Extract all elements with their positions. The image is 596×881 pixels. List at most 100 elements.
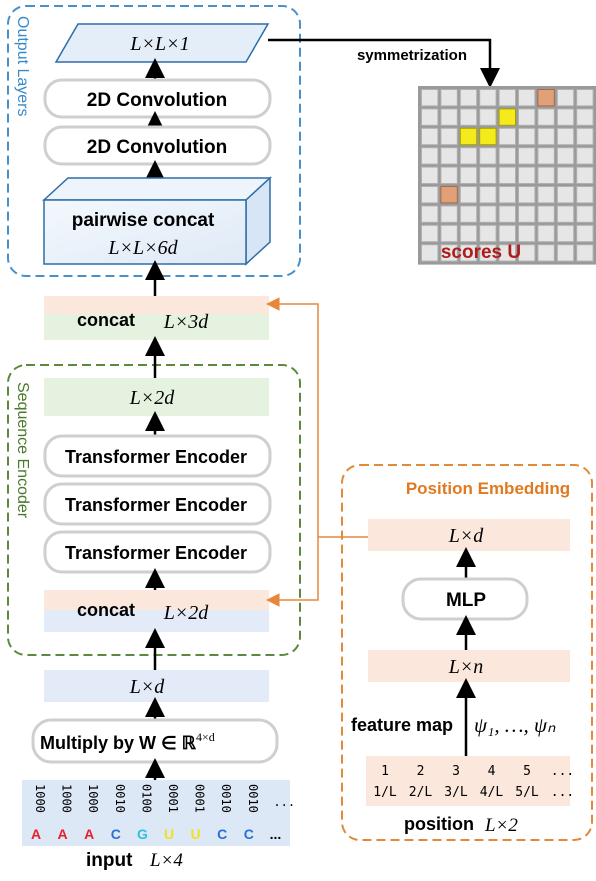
score-map-shape: L×L×1 [129, 33, 189, 55]
matrix-cell [421, 205, 439, 223]
matrix-cell [518, 108, 536, 126]
pairwise-shape: L×L×6d [107, 237, 178, 259]
input-base: C [217, 826, 227, 842]
matrix-cell [479, 108, 497, 126]
concat-top-peach [44, 296, 269, 314]
concat-top-label: concat [77, 310, 135, 330]
matrix-cell [479, 127, 497, 146]
matrix-cell [440, 205, 458, 223]
matrix-cell [440, 89, 458, 107]
encoder-output-box [44, 378, 269, 416]
position-embedding-title: Position Embedding [406, 479, 570, 498]
matrix-cell [537, 205, 555, 223]
concat-inner-peach [44, 590, 269, 610]
transformer-encoder-1 [43, 434, 272, 478]
matrix-cell [440, 186, 458, 204]
matrix-cell [459, 147, 478, 165]
matrix-cell [556, 89, 575, 107]
sequence-encoder-title: Sequence Encoder [14, 382, 31, 519]
input-onehot: 0010 [219, 784, 233, 813]
matrix-cell [518, 205, 536, 223]
score-map-parallelogram [54, 23, 270, 63]
matrix-cell [537, 166, 555, 185]
matrix-cell [459, 224, 478, 243]
pos-arrow-to-inner-concat [266, 536, 368, 607]
matrix-cell [498, 89, 517, 107]
matrix-cell [518, 89, 536, 107]
mlp-label: MLP [446, 590, 486, 611]
matrix-cell [576, 147, 594, 165]
matrix-cell [479, 186, 497, 204]
matrix-cell [498, 224, 517, 243]
matrix-cell [421, 127, 439, 146]
input-base: C [111, 826, 121, 842]
matrix-cell [518, 186, 536, 204]
matrix-cell [498, 166, 517, 185]
matrix-cell [556, 224, 575, 243]
matrix-cell [459, 244, 478, 262]
position-label: position [404, 814, 474, 834]
matrix-cell [556, 166, 575, 185]
symmetrization-label: symmetrization [357, 47, 467, 64]
matrix-cell [498, 127, 517, 146]
conv1-label: 2D Convolution [87, 90, 227, 111]
matrix-cell [576, 89, 594, 107]
position-fraction: 2/L [409, 785, 433, 800]
matrix-cell [576, 244, 594, 262]
feature-map-math: ψ₁, …, ψₙ [474, 713, 556, 737]
transformer-encoder-2-label: Transformer Encoder [65, 495, 247, 515]
matrix-cell [518, 224, 536, 243]
input-onehot: 0001 [166, 784, 180, 813]
input-onehot: 1000 [33, 784, 47, 813]
matrix-cell [556, 147, 575, 165]
input-base: G [137, 826, 148, 842]
matrix-cell [421, 108, 439, 126]
conv2-label: 2D Convolution [87, 137, 227, 158]
matrix-cell [556, 127, 575, 146]
pos-out-box [368, 519, 570, 551]
matrix-cell [479, 205, 497, 223]
input-onehot: ... [273, 795, 295, 809]
input-onehot: 1000 [60, 784, 74, 813]
position-shape: L×2 [484, 815, 518, 836]
matrix-cell [556, 108, 575, 126]
matrix-cell [576, 127, 594, 146]
matrix-cell [518, 147, 536, 165]
input-base: U [191, 826, 201, 842]
position-index: ... [551, 764, 574, 779]
matrix-cell [440, 147, 458, 165]
matrix-cell [576, 186, 594, 204]
input-base: A [58, 826, 68, 842]
input-base: C [244, 826, 254, 842]
position-index: 4 [488, 764, 496, 779]
matrix-cell [479, 89, 497, 107]
scores-label: scores U [441, 242, 521, 263]
matrix-cell [576, 108, 594, 126]
input-base: A [84, 826, 94, 842]
matrix-cell [576, 166, 594, 185]
matrix-cell [518, 244, 536, 262]
matrix-cell [556, 186, 575, 204]
matrix-cell [459, 186, 478, 204]
concat-inner-lavender [44, 610, 269, 632]
matrix-cell [537, 186, 555, 204]
input-onehot: 1000 [86, 784, 100, 813]
matrix-cell [556, 205, 575, 223]
matrix-cell [498, 186, 517, 204]
matrix-cell [421, 224, 439, 243]
multiply-label: Multiply by W ∈ ℝ4×d [40, 730, 215, 753]
symmetrization-arrow [268, 38, 500, 88]
matrix-cell [518, 127, 536, 146]
matrix-cell [537, 89, 555, 107]
matrix-cell [556, 244, 575, 262]
position-fraction: 4/L [480, 785, 504, 800]
matrix-cell [537, 224, 555, 243]
matrix-cell [459, 205, 478, 223]
feature-map-label: feature map [351, 715, 453, 735]
input-base: ... [270, 826, 282, 842]
pos-arrow-to-top-concat [266, 297, 319, 537]
input-base: U [164, 826, 174, 842]
encoder-output-shape: L×2d [129, 387, 176, 409]
matrix-cell [537, 147, 555, 165]
